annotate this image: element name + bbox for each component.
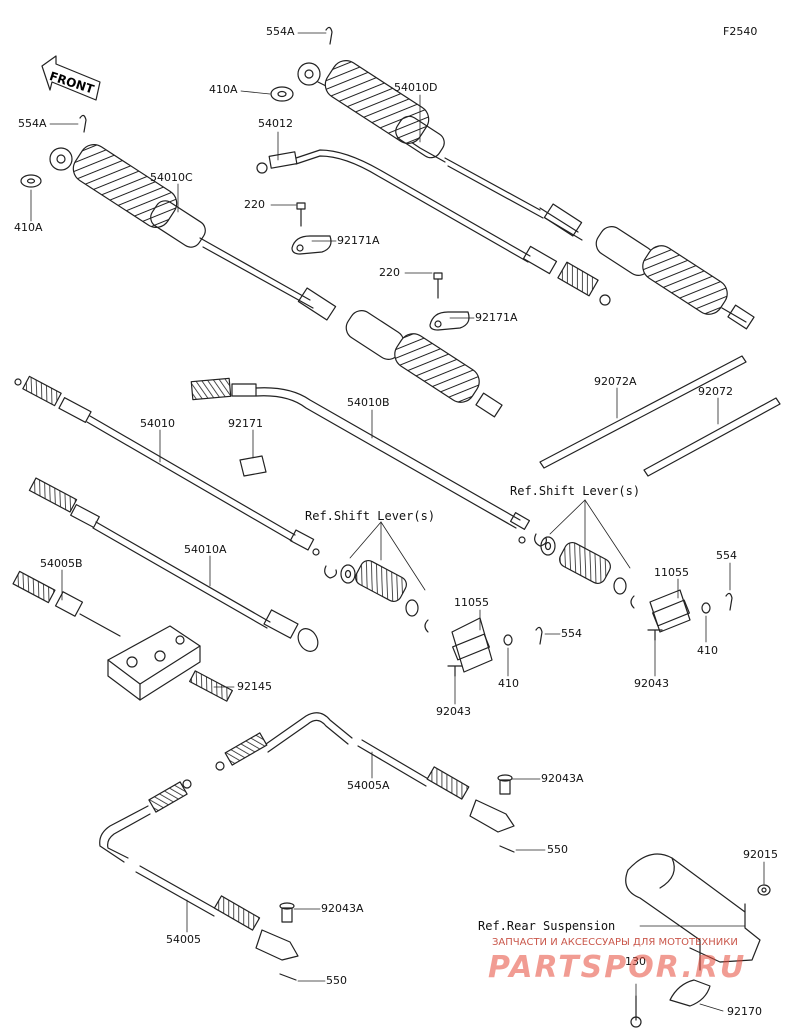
cable-54010 (14, 375, 320, 556)
label-92171a-a: 92171A (337, 234, 380, 247)
label-54010b: 54010B (347, 396, 390, 409)
label-92072: 92072 (698, 385, 733, 398)
adjuster-54005b (12, 570, 201, 701)
label-54010a: 54010A (184, 543, 227, 556)
label-220-b: 220 (379, 266, 400, 279)
label-410-b: 410 (697, 644, 718, 657)
label-550-b: 550 (326, 974, 347, 987)
label-550-a: 550 (547, 843, 568, 856)
clip-92171 (239, 455, 267, 477)
label-130: 130 (625, 955, 646, 968)
clamp-92171a-b (429, 272, 470, 331)
washer-410a-top (270, 86, 294, 102)
label-92043a-b: 92043A (321, 902, 364, 915)
cable-54005 (99, 779, 299, 981)
label-220-a: 220 (244, 198, 265, 211)
cable-54010b (190, 377, 531, 544)
strap-92072a (539, 355, 747, 469)
pin-554a-top (325, 26, 333, 45)
label-11055-b: 11055 (654, 566, 689, 579)
label-92170: 92170 (727, 1005, 762, 1018)
label-410-a: 410 (498, 677, 519, 690)
label-410a-top: 410A (209, 83, 238, 96)
pin-554a-left (79, 114, 87, 133)
pin-554-a (535, 626, 543, 645)
label-92171a-b: 92171A (475, 311, 518, 324)
front-arrow-icon (41, 55, 101, 101)
shift-lever-group-1 (324, 560, 513, 677)
label-11055-a: 11055 (454, 596, 489, 609)
label-54010d: 54010D (394, 81, 438, 94)
label-554-b: 554 (716, 549, 737, 562)
label-54010: 54010 (140, 417, 175, 430)
label-54005b: 54005B (40, 557, 83, 570)
spring-92145 (189, 670, 233, 702)
label-92043-a: 92043 (436, 705, 471, 718)
cable-54012 (256, 149, 611, 306)
cable-54010d (297, 60, 755, 330)
ref-rear-suspension: Ref.Rear Suspension (478, 919, 616, 933)
shift-lever-group-2 (534, 533, 711, 641)
strap-92072 (643, 397, 781, 477)
label-92043-b: 92043 (634, 677, 669, 690)
washer-410a-left (20, 174, 42, 188)
label-554a-left: 554A (18, 117, 47, 130)
label-54005a: 54005A (347, 779, 390, 792)
label-54005: 54005 (166, 933, 201, 946)
clamp-92171a-a (291, 202, 332, 255)
watermark-caption: ЗАПЧАСТИ И АКСЕССУАРЫ ДЛЯ МОТОТЕХНИКИ (492, 937, 738, 948)
label-54012: 54012 (258, 117, 293, 130)
label-554-a: 554 (561, 627, 582, 640)
label-92145: 92145 (237, 680, 272, 693)
label-92015: 92015 (743, 848, 778, 861)
label-92043a-a: 92043A (541, 772, 584, 785)
ref-shift-lever-1: Ref.Shift Lever(s) (305, 509, 436, 523)
label-554a-top: 554A (266, 25, 295, 38)
watermark-logo: PARTSPOR.RU (488, 950, 747, 985)
cable-54005a (215, 712, 515, 853)
pin-554-b (725, 592, 733, 611)
cable-54010a (28, 477, 319, 652)
label-410a-left: 410A (14, 221, 43, 234)
label-92072a: 92072A (594, 375, 637, 388)
cable-54010c (49, 144, 503, 418)
figure-code: F2540 (723, 25, 758, 38)
label-54010c: 54010C (150, 171, 193, 184)
ref-shift-lever-2: Ref.Shift Lever(s) (510, 484, 641, 498)
label-92171: 92171 (228, 417, 263, 430)
